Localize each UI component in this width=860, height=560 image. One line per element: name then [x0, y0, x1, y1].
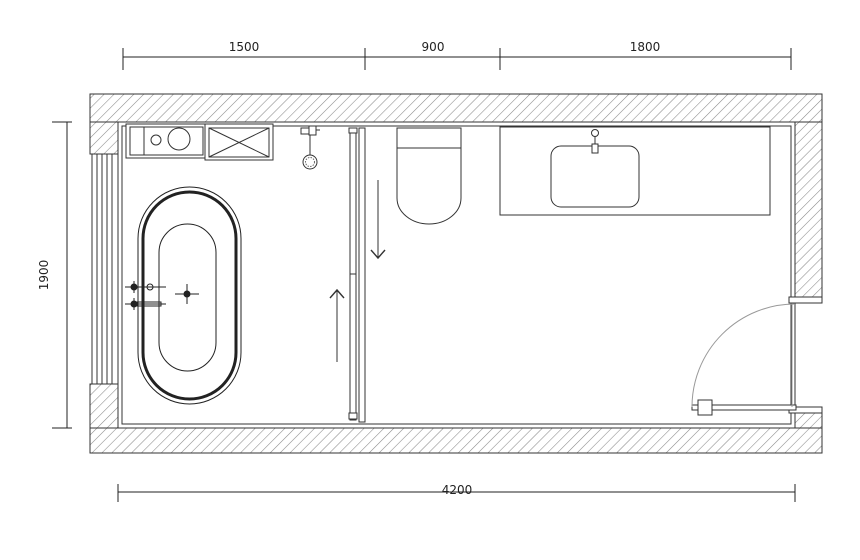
dimension-top-1: 1500 — [229, 40, 260, 54]
washing-machine-icon — [125, 123, 207, 159]
sink-icon — [550, 129, 640, 208]
window-left — [90, 153, 118, 385]
vanity-counter — [499, 126, 771, 216]
door[interactable] — [691, 296, 823, 416]
wall-left-bottom — [89, 383, 119, 429]
bathtub-icon — [125, 186, 242, 405]
shower-head-icon — [300, 125, 320, 170]
dimension-top-3: 1800 — [630, 40, 661, 54]
glass-partition — [329, 127, 386, 423]
slide-arrow-up-icon — [329, 288, 345, 362]
toilet-icon — [396, 127, 462, 225]
wall-right-lower — [794, 412, 823, 429]
wall-bottom — [89, 427, 823, 454]
walls — [89, 93, 823, 454]
sink-faucet-icon — [591, 129, 599, 154]
wall-right-upper — [794, 121, 823, 298]
dimension-top-2: 900 — [422, 40, 445, 54]
dimension-lines — [52, 48, 796, 502]
door-leaf[interactable] — [691, 404, 797, 411]
shower-drain-box — [204, 123, 274, 161]
inner-wall-outline — [117, 121, 796, 429]
door-swing-arc — [691, 303, 796, 408]
bathtub-faucet-icon — [125, 281, 166, 310]
dimension-left: 1900 — [37, 260, 51, 291]
wall-left-top — [89, 121, 119, 155]
bathtub-drain-icon — [175, 284, 199, 304]
slide-arrow-down-icon — [370, 180, 386, 260]
dimension-bottom: 4200 — [442, 483, 473, 497]
wall-top — [89, 93, 823, 123]
